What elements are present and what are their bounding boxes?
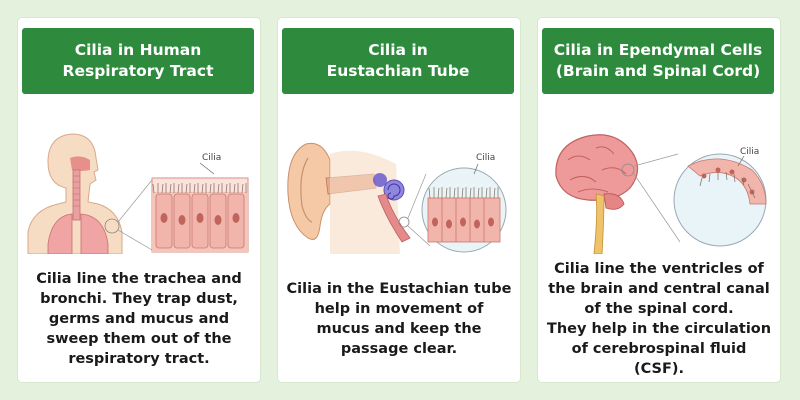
card-title: Cilia in Ependymal Cells (Brain and Spin…	[542, 28, 774, 94]
ear-icon	[287, 142, 411, 254]
cilia-label: Cilia	[202, 153, 221, 163]
card-eustachian-tube: Cilia in Eustachian Tube	[278, 18, 520, 382]
ear-illustration: Cilia	[287, 142, 507, 254]
human-torso-icon	[27, 133, 123, 254]
cilia-label: Cilia	[740, 147, 759, 157]
cilia-label: Cilia	[476, 153, 495, 163]
card-ependymal-cells: Cilia in Ependymal Cells (Brain and Spin…	[538, 18, 780, 382]
ependymal-cells-icon	[673, 153, 767, 247]
card-title: Cilia in Human Respiratory Tract	[22, 28, 254, 94]
card-respiratory-tract: Cilia in Human Respiratory Tract	[18, 18, 260, 382]
card-description: Cilia in the Eustachian tube help in mov…	[286, 281, 512, 357]
respiratory-illustration: Cilia	[27, 133, 249, 254]
ciliated-cells-icon	[151, 177, 249, 253]
card-description: Cilia line the trachea and bronchi. They…	[36, 271, 242, 367]
ciliated-cells-icon	[421, 167, 507, 253]
brain-icon	[555, 134, 639, 254]
card-description: Cilia line the ventricles of the brain a…	[546, 261, 772, 377]
brain-illustration: Cilia	[555, 134, 767, 254]
card-title: Cilia in Eustachian Tube	[282, 28, 514, 94]
